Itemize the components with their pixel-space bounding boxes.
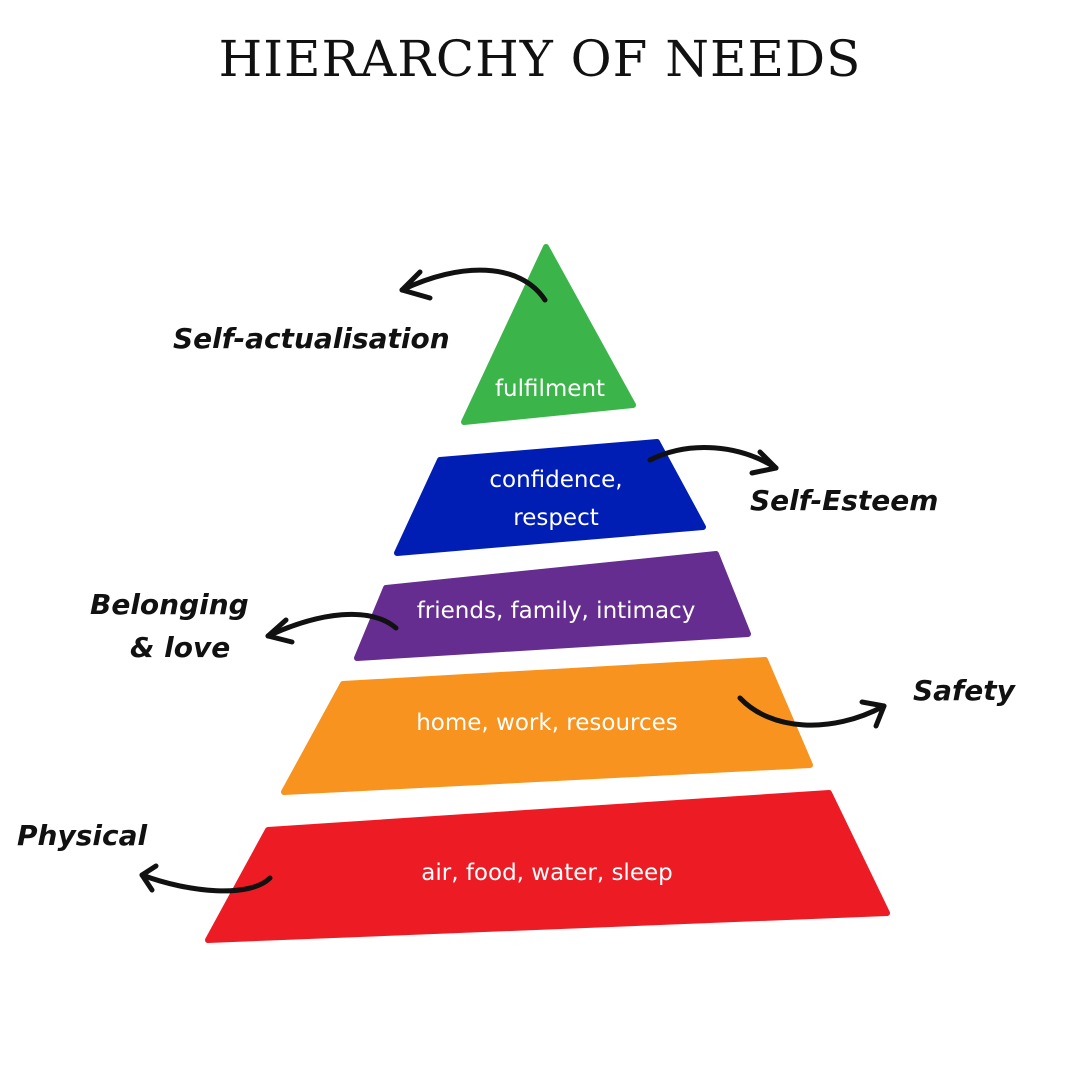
tier-safety <box>281 657 813 795</box>
tier-text-esteem-2: respect <box>513 505 599 531</box>
tier-text-belonging: friends, family, intimacy <box>417 598 696 624</box>
label-physical: Physical <box>17 819 147 852</box>
tier-belonging <box>354 551 751 661</box>
arrow-icon <box>265 611 399 645</box>
tier-text-safety: home, work, resources <box>416 710 678 736</box>
label-belonging-1: Belonging <box>90 588 249 621</box>
arrow-icon <box>737 695 887 729</box>
arrow-icon <box>647 445 779 476</box>
diagram-title: HIERARCHY OF NEEDS <box>218 30 862 88</box>
tier-text-esteem-1: confidence, <box>489 467 622 493</box>
arrow-icon <box>139 863 273 894</box>
label-belonging-2: & love <box>130 631 230 664</box>
tier-self-esteem <box>394 439 706 556</box>
label-self-esteem: Self-Esteem <box>750 484 938 517</box>
arrow-icon <box>399 267 548 303</box>
tier-self-actualisation <box>461 244 636 425</box>
tier-text-physical: air, food, water, sleep <box>421 860 672 886</box>
label-safety: Safety <box>913 674 1017 707</box>
tier-text-fulfilment: fulfilment <box>495 376 605 402</box>
label-self-actualisation: Self-actualisation <box>173 322 450 355</box>
tier-physical <box>205 790 890 943</box>
